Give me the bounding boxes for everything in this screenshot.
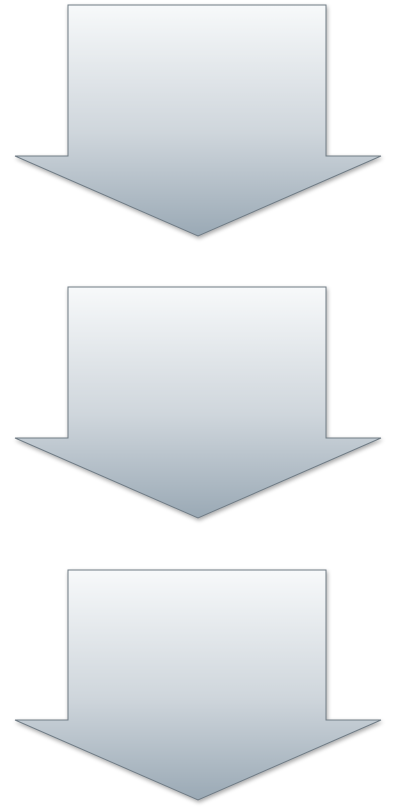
down-arrow-1-shape [14, 4, 382, 237]
down-arrow-3 [14, 569, 382, 801]
down-arrow-2 [14, 286, 382, 519]
down-arrow-2-shape [14, 286, 382, 519]
down-arrow-1 [14, 4, 382, 237]
down-arrow-3-shape [14, 569, 382, 801]
